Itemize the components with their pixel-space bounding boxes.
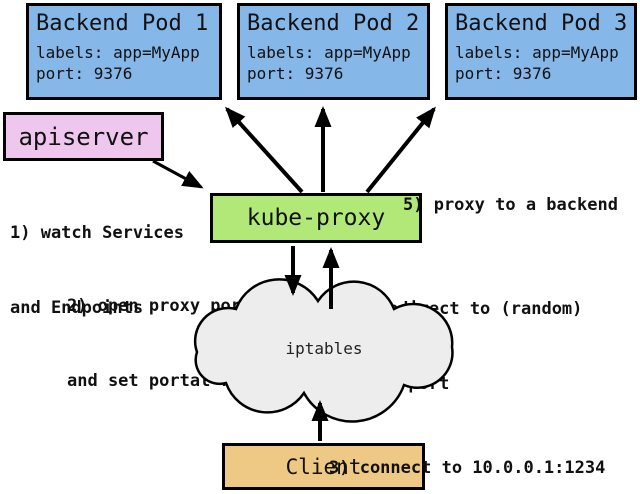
- annotation-step1: 1) watch Services and Endpoints: [10, 171, 184, 371]
- backend-pod-3-port: port: 9376: [455, 64, 552, 83]
- annotation-step2-line2: and set portal rules: [67, 371, 272, 391]
- backend-pod-2-port: port: 9376: [247, 64, 344, 83]
- backend-pod-3-labels: labels: app=MyApp: [455, 43, 619, 62]
- annotation-step4: 4) redirect to (random) proxy port: [347, 247, 582, 447]
- client-box: Client: [222, 443, 425, 490]
- kube-proxy-label: kube-proxy: [246, 205, 386, 231]
- backend-pod-3-title: Backend Pod 3: [455, 11, 628, 36]
- annotation-step5-line1: 5) proxy to a backend: [403, 195, 618, 215]
- backend-pod-1-port: port: 9376: [36, 64, 133, 83]
- backend-pod-2-title: Backend Pod 2: [247, 11, 420, 36]
- backend-pod-1-title: Backend Pod 1: [36, 11, 209, 36]
- backend-pod-3-box: Backend Pod 3 labels: app=MyApp port: 93…: [445, 3, 637, 100]
- annotation-step5: 5) proxy to a backend: [403, 143, 618, 268]
- annotation-step4-line2: proxy port: [347, 374, 450, 394]
- annotation-step3: 3) connect to 10.0.0.1:1234: [329, 406, 605, 494]
- annotation-step1-line2: and Endpoints: [10, 298, 144, 318]
- apiserver-label: apiserver: [18, 122, 149, 151]
- annotation-step1-line1: 1) watch Services: [10, 223, 184, 243]
- backend-pod-2-box: Backend Pod 2 labels: app=MyApp port: 93…: [237, 3, 430, 100]
- arrow-kubeproxy-to-pod1: [224, 106, 304, 194]
- annotation-step2: 2) open proxy port and set portal rules: [67, 244, 272, 444]
- annotation-step2-line1: 2) open proxy port: [67, 296, 252, 316]
- backend-pod-2-labels: labels: app=MyApp: [247, 43, 411, 62]
- annotation-step4-line1: 4) redirect to (random): [347, 299, 583, 319]
- kube-proxy-box: kube-proxy: [210, 193, 422, 243]
- client-label: Client: [285, 454, 362, 479]
- annotation-step3-line1: 3) connect to 10.0.0.1:1234: [329, 458, 606, 478]
- backend-pod-1-labels: labels: app=MyApp: [36, 43, 200, 62]
- backend-pod-1-box: Backend Pod 1 labels: app=MyApp port: 93…: [26, 3, 222, 100]
- apiserver-box: apiserver: [3, 112, 164, 161]
